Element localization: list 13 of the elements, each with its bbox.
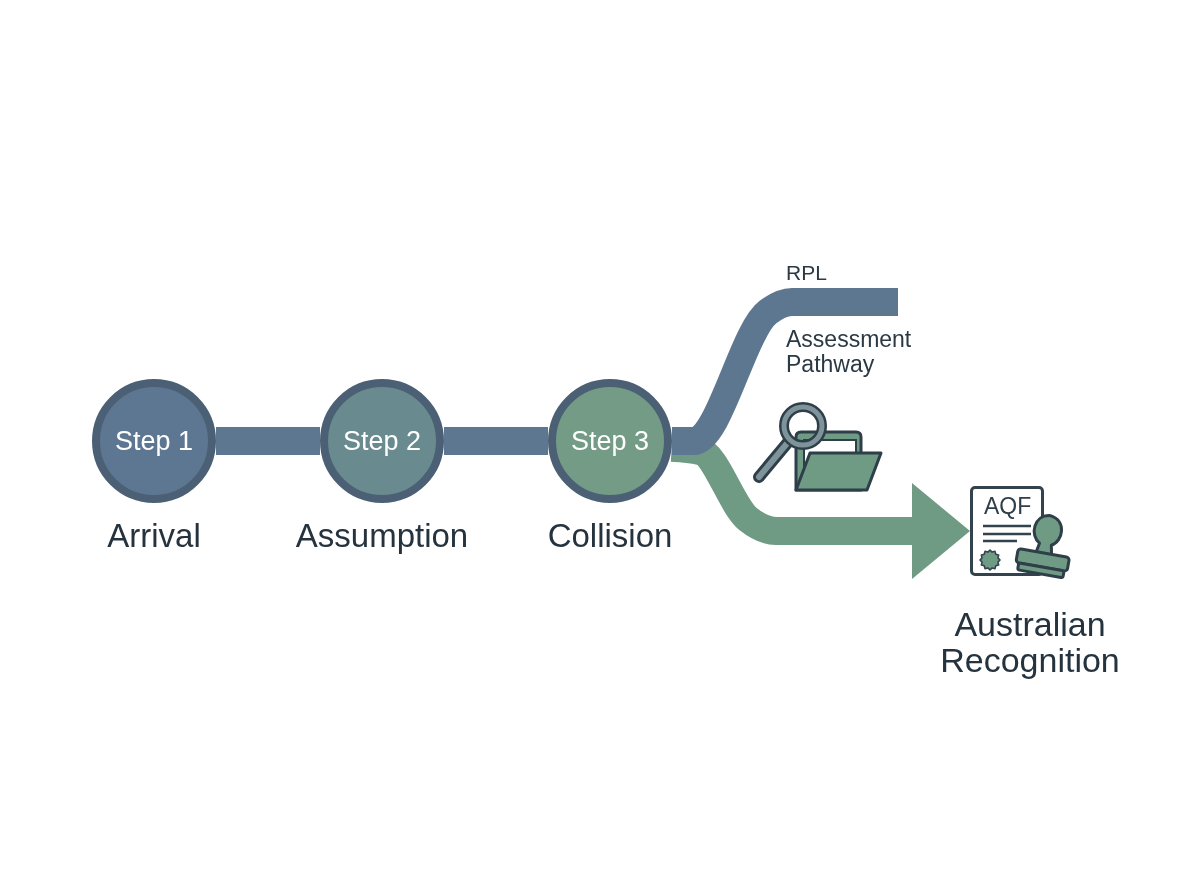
connector-line [444, 427, 548, 455]
step-number: Step 2 [342, 425, 422, 457]
stage-caption: Arrival [106, 517, 202, 555]
recognition-caption: Australian Recognition [939, 606, 1121, 678]
connector-line [216, 427, 320, 455]
stage-caption: Assumption [294, 517, 470, 555]
certificate-title: AQF [984, 494, 1032, 518]
connector-line [672, 288, 898, 455]
stage-caption: Collision [546, 517, 674, 555]
step-number: Step 1 [114, 425, 194, 457]
path-label: Assessment Pathway [786, 327, 913, 377]
step-number: Step 3 [570, 425, 650, 457]
path-label: RPL [786, 260, 828, 285]
